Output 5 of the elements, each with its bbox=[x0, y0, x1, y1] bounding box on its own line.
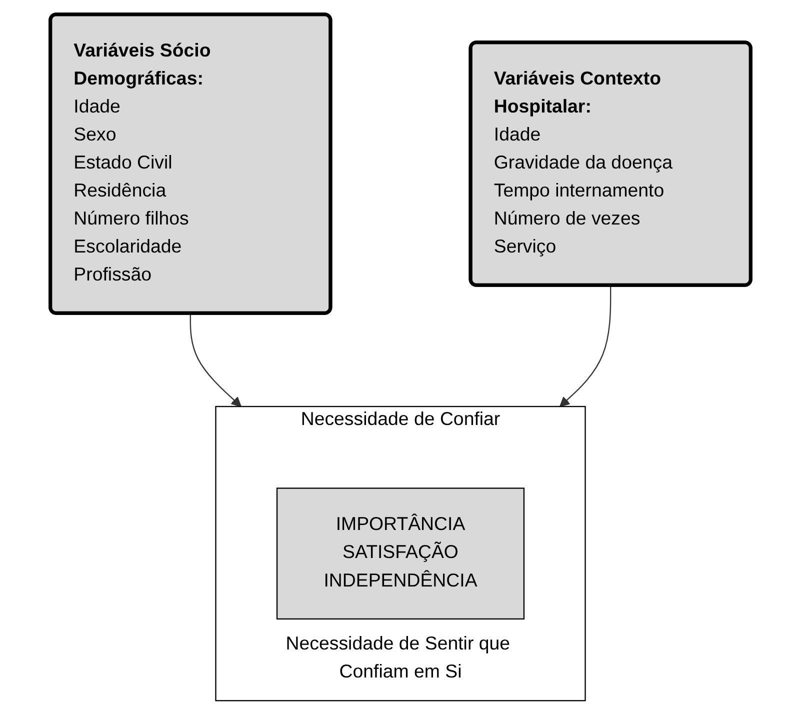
variables-box: Variáveis Sócio Demográficas: Idade Sexo Estado Civil Residência Número filhos Escolaridade Profissão bbox=[48, 12, 332, 315]
inner-box: IMPORTÂNCIA SATISFAÇÃO INDEPENDÊNCIA bbox=[276, 488, 525, 620]
arrow bbox=[560, 285, 612, 407]
variables-box: Variáveis Contexto Hospitalar: Idade Gravidade da doença Tempo internamento Número de vezes Serviço bbox=[468, 40, 752, 287]
arrow bbox=[190, 313, 242, 407]
